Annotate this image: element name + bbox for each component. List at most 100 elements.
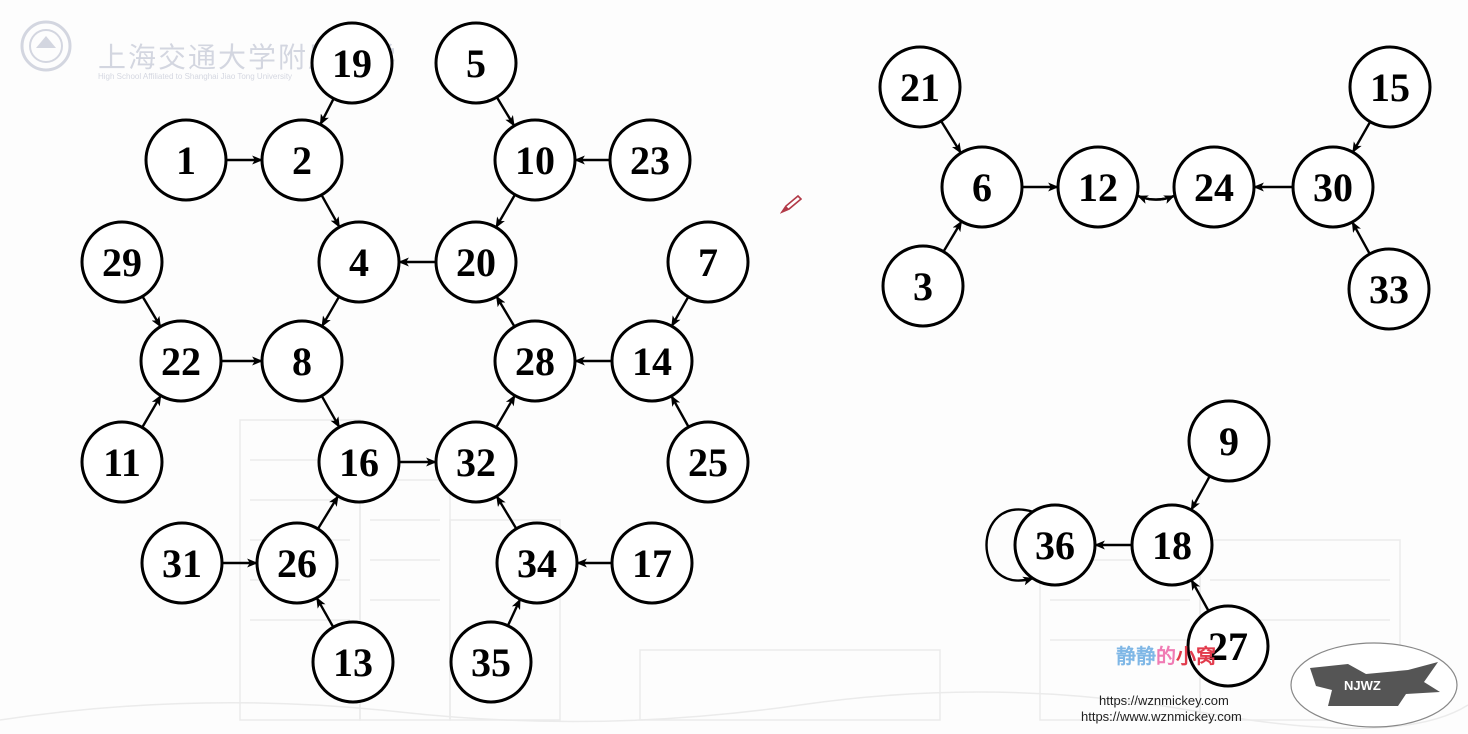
edge-5-to-10 — [495, 96, 516, 127]
edge-36-self-loop — [985, 508, 1034, 586]
node-7-label: 7 — [698, 240, 718, 285]
node-8: 8 — [260, 319, 344, 403]
node-2: 2 — [260, 118, 344, 202]
node-17: 17 — [610, 521, 694, 605]
node-11: 11 — [80, 420, 164, 504]
edge-35-to-34 — [506, 598, 522, 627]
edge-28-to-20 — [495, 295, 516, 328]
edge-11-to-22 — [141, 394, 162, 429]
node-36-circle — [1013, 503, 1097, 587]
node-10-label: 10 — [515, 138, 555, 183]
node-34-label: 34 — [517, 541, 557, 586]
node-2-label: 2 — [292, 138, 312, 183]
node-28: 28 — [493, 319, 577, 403]
node-17-circle — [610, 521, 694, 605]
node-34: 34 — [495, 521, 579, 605]
node-28-label: 28 — [515, 339, 555, 384]
node-13-circle — [311, 620, 395, 704]
edge-10-to-20 — [494, 194, 517, 229]
edge-24-to-12 — [1137, 194, 1175, 204]
edge-27-to-18 — [1190, 579, 1210, 612]
node-6: 6 — [940, 145, 1024, 229]
node-27-label: 27 — [1208, 624, 1248, 669]
site-url-secondary: https://www.wznmickey.com — [1081, 709, 1242, 724]
node-11-circle — [80, 420, 164, 504]
node-16-label: 16 — [339, 440, 379, 485]
node-2-circle — [260, 118, 344, 202]
node-29: 29 — [80, 220, 164, 304]
node-31: 31 — [140, 521, 224, 605]
node-1-label: 1 — [176, 138, 196, 183]
node-3: 3 — [881, 244, 965, 328]
node-19-circle — [310, 21, 394, 105]
node-3-circle — [881, 244, 965, 328]
node-16: 16 — [317, 420, 401, 504]
node-21-circle — [878, 45, 962, 129]
node-21-label: 21 — [900, 65, 940, 110]
edge-15-to-30 — [1351, 121, 1372, 154]
edge-19-to-2 — [319, 98, 335, 126]
node-1-circle — [144, 118, 228, 202]
node-27-circle — [1186, 604, 1270, 688]
node-29-label: 29 — [102, 240, 142, 285]
edge-3-to-6 — [942, 220, 963, 253]
node-4-label: 4 — [349, 240, 369, 285]
brand-part-3: 小窝 — [1176, 644, 1216, 668]
node-15-label: 15 — [1370, 65, 1410, 110]
school-seal-icon — [20, 20, 72, 72]
node-12-circle — [1056, 145, 1140, 229]
logo-text: NJWZ — [1344, 678, 1381, 693]
node-32-circle — [434, 420, 518, 504]
node-4: 4 — [317, 220, 401, 304]
node-20-label: 20 — [456, 240, 496, 285]
node-1: 1 — [144, 118, 228, 202]
node-13-label: 13 — [333, 640, 373, 685]
node-24-circle — [1172, 145, 1256, 229]
node-19-label: 19 — [332, 41, 372, 86]
node-24-label: 24 — [1194, 165, 1234, 210]
node-33-circle — [1347, 247, 1431, 331]
node-15-circle — [1348, 45, 1432, 129]
node-35-label: 35 — [471, 640, 511, 685]
node-33: 33 — [1347, 247, 1431, 331]
site-brand: 静静的小窝 — [1116, 640, 1216, 669]
node-9-circle — [1187, 399, 1271, 483]
edge-26-to-16 — [316, 495, 340, 530]
node-27: 27 — [1186, 604, 1270, 688]
node-17-label: 17 — [632, 541, 672, 586]
edge-21-to-6 — [940, 120, 962, 154]
node-12: 12 — [1056, 145, 1140, 229]
node-22-circle — [139, 319, 223, 403]
node-25-circle — [666, 420, 750, 504]
node-30: 30 — [1291, 145, 1375, 229]
edge-4-to-8 — [320, 296, 341, 328]
pen-cursor-icon — [780, 194, 802, 214]
edge-32-to-28 — [495, 394, 516, 429]
node-23-label: 23 — [630, 138, 670, 183]
edge-8-to-16 — [320, 395, 341, 428]
node-25: 25 — [666, 420, 750, 504]
node-31-label: 31 — [162, 541, 202, 586]
node-10-circle — [493, 118, 577, 202]
edge-34-to-32 — [495, 495, 518, 530]
node-16-circle — [317, 420, 401, 504]
node-36: 36 — [1013, 503, 1097, 587]
edge-7-to-14 — [670, 296, 690, 327]
node-18: 18 — [1130, 503, 1214, 587]
node-7: 7 — [666, 220, 750, 304]
node-36-label: 36 — [1035, 523, 1075, 568]
node-21: 21 — [878, 45, 962, 129]
node-20-circle — [434, 220, 518, 304]
node-9-label: 9 — [1219, 419, 1239, 464]
node-7-circle — [666, 220, 750, 304]
node-12-label: 12 — [1078, 165, 1118, 210]
node-14-label: 14 — [632, 339, 672, 384]
node-18-circle — [1130, 503, 1214, 587]
node-5: 5 — [434, 21, 518, 105]
node-30-label: 30 — [1313, 165, 1353, 210]
brand-part-2: 的 — [1156, 644, 1176, 668]
edge-9-to-18 — [1190, 475, 1211, 511]
node-25-label: 25 — [688, 440, 728, 485]
node-8-circle — [260, 319, 344, 403]
